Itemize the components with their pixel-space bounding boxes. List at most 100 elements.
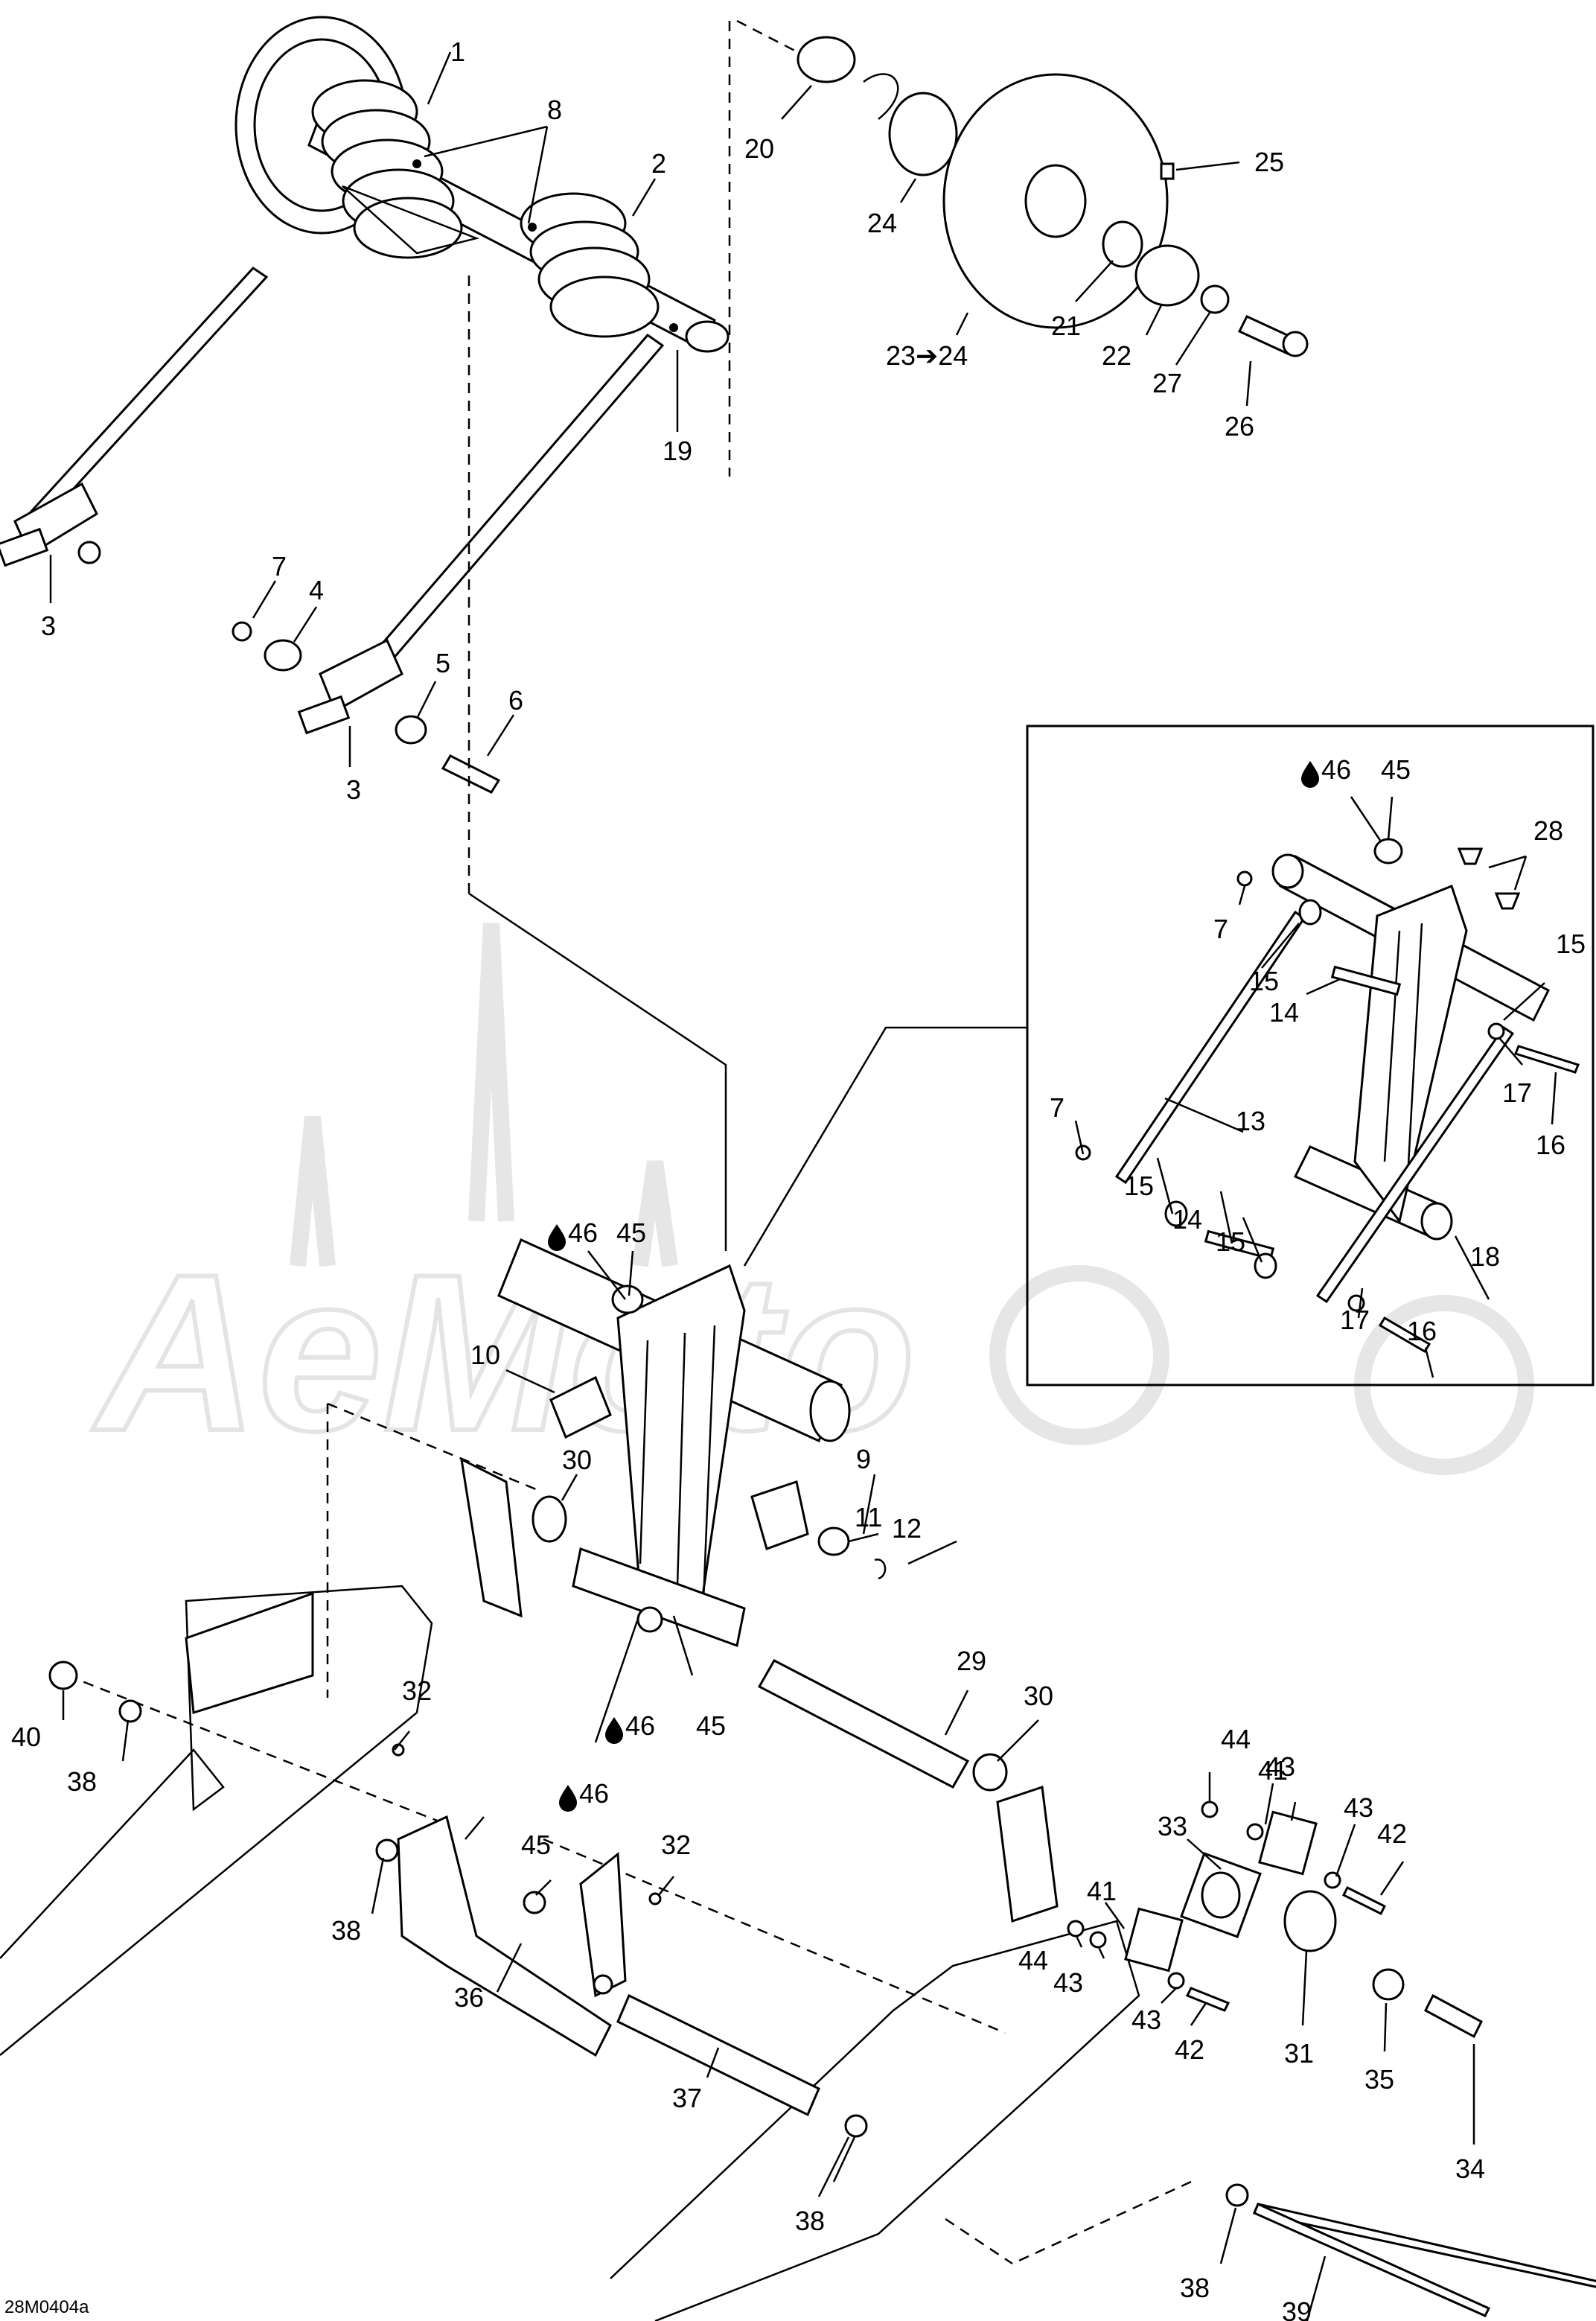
callout-10: 10	[470, 1340, 500, 1370]
bushing-31	[1283, 1890, 1337, 1952]
callout-17: 17	[1340, 1305, 1370, 1335]
callout-15: 15	[1249, 966, 1279, 996]
callout-5: 5	[435, 648, 450, 678]
watermark-text: AeMoto	[90, 1227, 916, 1477]
nut-44a	[1201, 1801, 1219, 1818]
callout-46-group-c: 46	[605, 1710, 655, 1744]
link-right	[1315, 1025, 1515, 1304]
torsion-spring-1	[311, 79, 463, 259]
callout-3: 3	[41, 611, 56, 641]
leader-main	[468, 892, 727, 1251]
callout-24: 24	[867, 208, 897, 238]
nut-40	[48, 1661, 78, 1690]
callout-29: 29	[957, 1646, 986, 1676]
oil-drop-icon	[1301, 761, 1319, 788]
callout-36: 36	[454, 1982, 484, 2013]
callout-43: 43	[1053, 1967, 1083, 1998]
callout-33: 33	[1158, 1811, 1187, 1841]
pin-32b	[648, 1892, 662, 1905]
spring-adjuster-right	[297, 638, 403, 735]
callout-39: 39	[1282, 2296, 1312, 2321]
callout-3: 3	[346, 774, 361, 805]
control-arm	[1353, 885, 1468, 1224]
inset-frame	[1026, 725, 1595, 1386]
bolt-34	[1424, 1993, 1483, 2039]
bushing-30	[532, 1495, 567, 1543]
oil-drop-icon	[559, 1785, 577, 1812]
bolt-42b	[1185, 1987, 1230, 2012]
bracket-9	[750, 1480, 809, 1550]
callout-46-group-a: 46	[1301, 754, 1351, 788]
callout-42: 42	[1175, 2034, 1204, 2065]
washer-5	[395, 715, 427, 745]
callout-45: 45	[696, 1710, 726, 1741]
callout-27: 27	[1152, 368, 1182, 398]
nut-7	[232, 621, 252, 642]
grease-fitting-45-low	[523, 1891, 546, 1914]
inset-detail	[743, 725, 1595, 1386]
screw-28b	[1494, 892, 1521, 910]
bracket-left	[460, 1457, 523, 1618]
idler-wheel-exploded	[467, 19, 1309, 894]
spacer-20	[797, 36, 856, 83]
callout-32: 32	[402, 1675, 432, 1706]
callout-7: 7	[272, 551, 287, 582]
washer-38d	[1225, 2183, 1249, 2207]
callout-6: 6	[508, 685, 523, 716]
circlip	[863, 73, 899, 120]
washer-43c	[1089, 1931, 1107, 1949]
spring-arm-left	[20, 267, 269, 532]
callout-46: 46	[579, 1778, 609, 1809]
callout-38: 38	[331, 1915, 361, 1946]
block-41-upper	[1258, 1810, 1318, 1876]
callout-45: 45	[521, 1830, 551, 1860]
callout-28: 28	[1533, 815, 1563, 846]
torsion-spring-2	[520, 192, 660, 338]
screw-28a	[1457, 847, 1484, 865]
grease-fitting-25	[1160, 162, 1175, 180]
callout-46: 46	[625, 1710, 655, 1741]
callout-7: 7	[1050, 1092, 1064, 1123]
callout-22: 22	[1102, 340, 1131, 371]
washer-11	[817, 1526, 850, 1556]
callout-15: 15	[1124, 1171, 1154, 1201]
callout-38: 38	[1180, 2273, 1210, 2303]
callout-2: 2	[651, 148, 666, 179]
callout-31: 31	[1284, 2038, 1314, 2069]
callout-17: 17	[1502, 1077, 1532, 1108]
rail-bracket-left	[185, 1591, 314, 1714]
callout-45: 45	[616, 1217, 646, 1248]
callout-46: 46	[568, 1217, 598, 1248]
washer-38a	[118, 1699, 142, 1723]
bolt-16b	[1378, 1316, 1431, 1354]
callout-43: 43	[1131, 2005, 1161, 2035]
callout-38: 38	[67, 1766, 97, 1797]
callout-16: 16	[1536, 1130, 1565, 1160]
watermark: AeMoto	[88, 923, 1534, 1480]
callout-16: 16	[1407, 1316, 1437, 1346]
callout-20: 20	[744, 133, 774, 164]
callout-46-group-b: 46	[548, 1217, 598, 1251]
callout-14: 14	[1172, 1204, 1202, 1235]
washer-27	[1200, 284, 1230, 314]
oil-drop-icon	[605, 1717, 623, 1744]
callout-18: 18	[1470, 1241, 1500, 1272]
callout-13: 13	[1236, 1106, 1265, 1136]
callout-26: 26	[1225, 411, 1254, 442]
rail-left	[0, 1585, 433, 2056]
bushing-30-right	[972, 1753, 1008, 1792]
callout-30: 30	[1024, 1681, 1053, 1711]
spring-arm-right	[370, 333, 665, 668]
lower-shaft-tube	[572, 1547, 746, 1648]
rear-arm-assembly	[460, 1238, 887, 1648]
figure-reference: 28M0404a	[4, 2297, 89, 2317]
callout-1: 1	[450, 36, 465, 67]
nut-44b	[1067, 1920, 1085, 1938]
shaft-37	[616, 1993, 820, 2117]
inset-pointer	[743, 1026, 1027, 1267]
bushing-4	[264, 639, 302, 672]
callout-15: 15	[1216, 1226, 1245, 1257]
callout-46: 46	[1321, 754, 1351, 785]
lower-assembly	[0, 1402, 1596, 2321]
